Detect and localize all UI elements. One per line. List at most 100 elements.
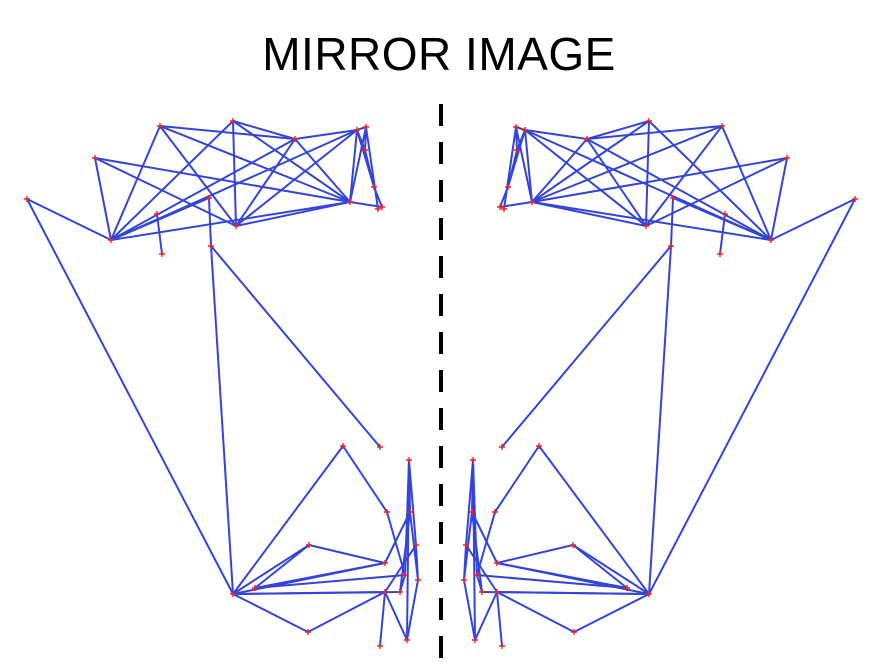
right-edge	[499, 201, 533, 208]
left-node	[159, 251, 165, 257]
right-edge	[531, 201, 647, 227]
left-edge	[232, 120, 296, 140]
right-node	[643, 223, 649, 229]
right-node	[494, 560, 500, 566]
left-edge	[159, 125, 296, 140]
left-node	[404, 637, 410, 643]
right-node	[570, 542, 576, 548]
right-edge	[496, 591, 575, 633]
right-edge	[463, 579, 476, 641]
left-node	[382, 560, 388, 566]
left-node	[305, 629, 311, 635]
left-node	[384, 509, 390, 515]
left-edge	[94, 157, 351, 203]
right-edge	[648, 245, 672, 595]
right-edge	[586, 138, 647, 227]
left-edge	[159, 125, 351, 203]
right-node	[768, 237, 774, 243]
right-node	[646, 118, 652, 124]
left-edge	[409, 511, 419, 581]
left-edge	[342, 445, 388, 513]
right-node	[584, 136, 590, 142]
right-edge	[586, 125, 723, 140]
left-edge	[110, 138, 296, 241]
left-edge	[406, 459, 410, 641]
left-node	[371, 184, 377, 190]
right-edge	[496, 591, 650, 595]
right-edge	[524, 129, 647, 227]
right-node	[624, 585, 630, 591]
right-edge	[586, 138, 772, 241]
right-node	[668, 243, 674, 249]
left-edge	[384, 544, 417, 593]
right-node	[670, 195, 676, 201]
right-edge	[507, 149, 518, 188]
right-edge	[471, 511, 498, 564]
right-node	[513, 124, 519, 130]
left-node	[206, 195, 212, 201]
left-edge	[208, 197, 212, 247]
left-node	[347, 199, 353, 205]
right-edge	[538, 445, 650, 595]
left-node	[379, 204, 385, 210]
right-skeleton	[461, 118, 858, 649]
right-node	[492, 509, 498, 515]
right-edge	[670, 197, 674, 247]
left-edge	[110, 120, 234, 241]
right-edge	[524, 129, 533, 203]
right-edge	[496, 591, 503, 647]
left-edge	[294, 138, 351, 203]
left-edge	[349, 129, 358, 203]
right-edge	[770, 198, 856, 241]
right-node	[514, 147, 520, 153]
left-edge	[364, 149, 375, 188]
right-node	[501, 206, 507, 212]
right-node	[470, 457, 476, 463]
left-edge	[379, 591, 386, 647]
right-node	[479, 589, 485, 595]
left-edge	[110, 201, 351, 241]
left-edge	[235, 201, 351, 227]
right-node	[499, 444, 505, 450]
left-edge	[254, 544, 310, 589]
page-title: MIRROR IMAGE	[262, 28, 616, 80]
left-node	[407, 509, 413, 515]
left-edge	[26, 198, 112, 241]
left-node	[252, 585, 258, 591]
left-node	[354, 127, 360, 133]
right-edge	[496, 544, 574, 564]
right-edge	[531, 138, 588, 203]
left-node	[92, 155, 98, 161]
right-node	[852, 196, 858, 202]
left-edge	[406, 579, 419, 641]
right-edge	[572, 544, 628, 589]
right-edge	[672, 197, 772, 241]
right-node	[505, 184, 511, 190]
right-edge	[586, 120, 650, 140]
left-edge	[26, 198, 234, 595]
right-node	[497, 204, 503, 210]
left-edge	[365, 126, 379, 210]
right-node	[474, 572, 480, 578]
left-node	[154, 211, 160, 217]
right-edge	[465, 544, 498, 593]
left-edge	[210, 245, 381, 448]
right-node	[536, 443, 542, 449]
right-edge	[531, 157, 788, 203]
left-node	[340, 443, 346, 449]
left-edge	[232, 591, 386, 595]
left-edge	[308, 544, 386, 564]
left-node	[382, 589, 388, 595]
right-edge	[515, 126, 533, 203]
right-edge	[645, 157, 788, 227]
left-node	[415, 577, 421, 583]
right-edge	[474, 591, 498, 641]
right-edge	[645, 120, 650, 227]
left-edge	[232, 593, 309, 633]
left-edge	[254, 574, 406, 589]
left-node	[402, 572, 408, 578]
left-node	[108, 237, 114, 243]
left-node	[24, 196, 30, 202]
left-node	[377, 643, 383, 649]
